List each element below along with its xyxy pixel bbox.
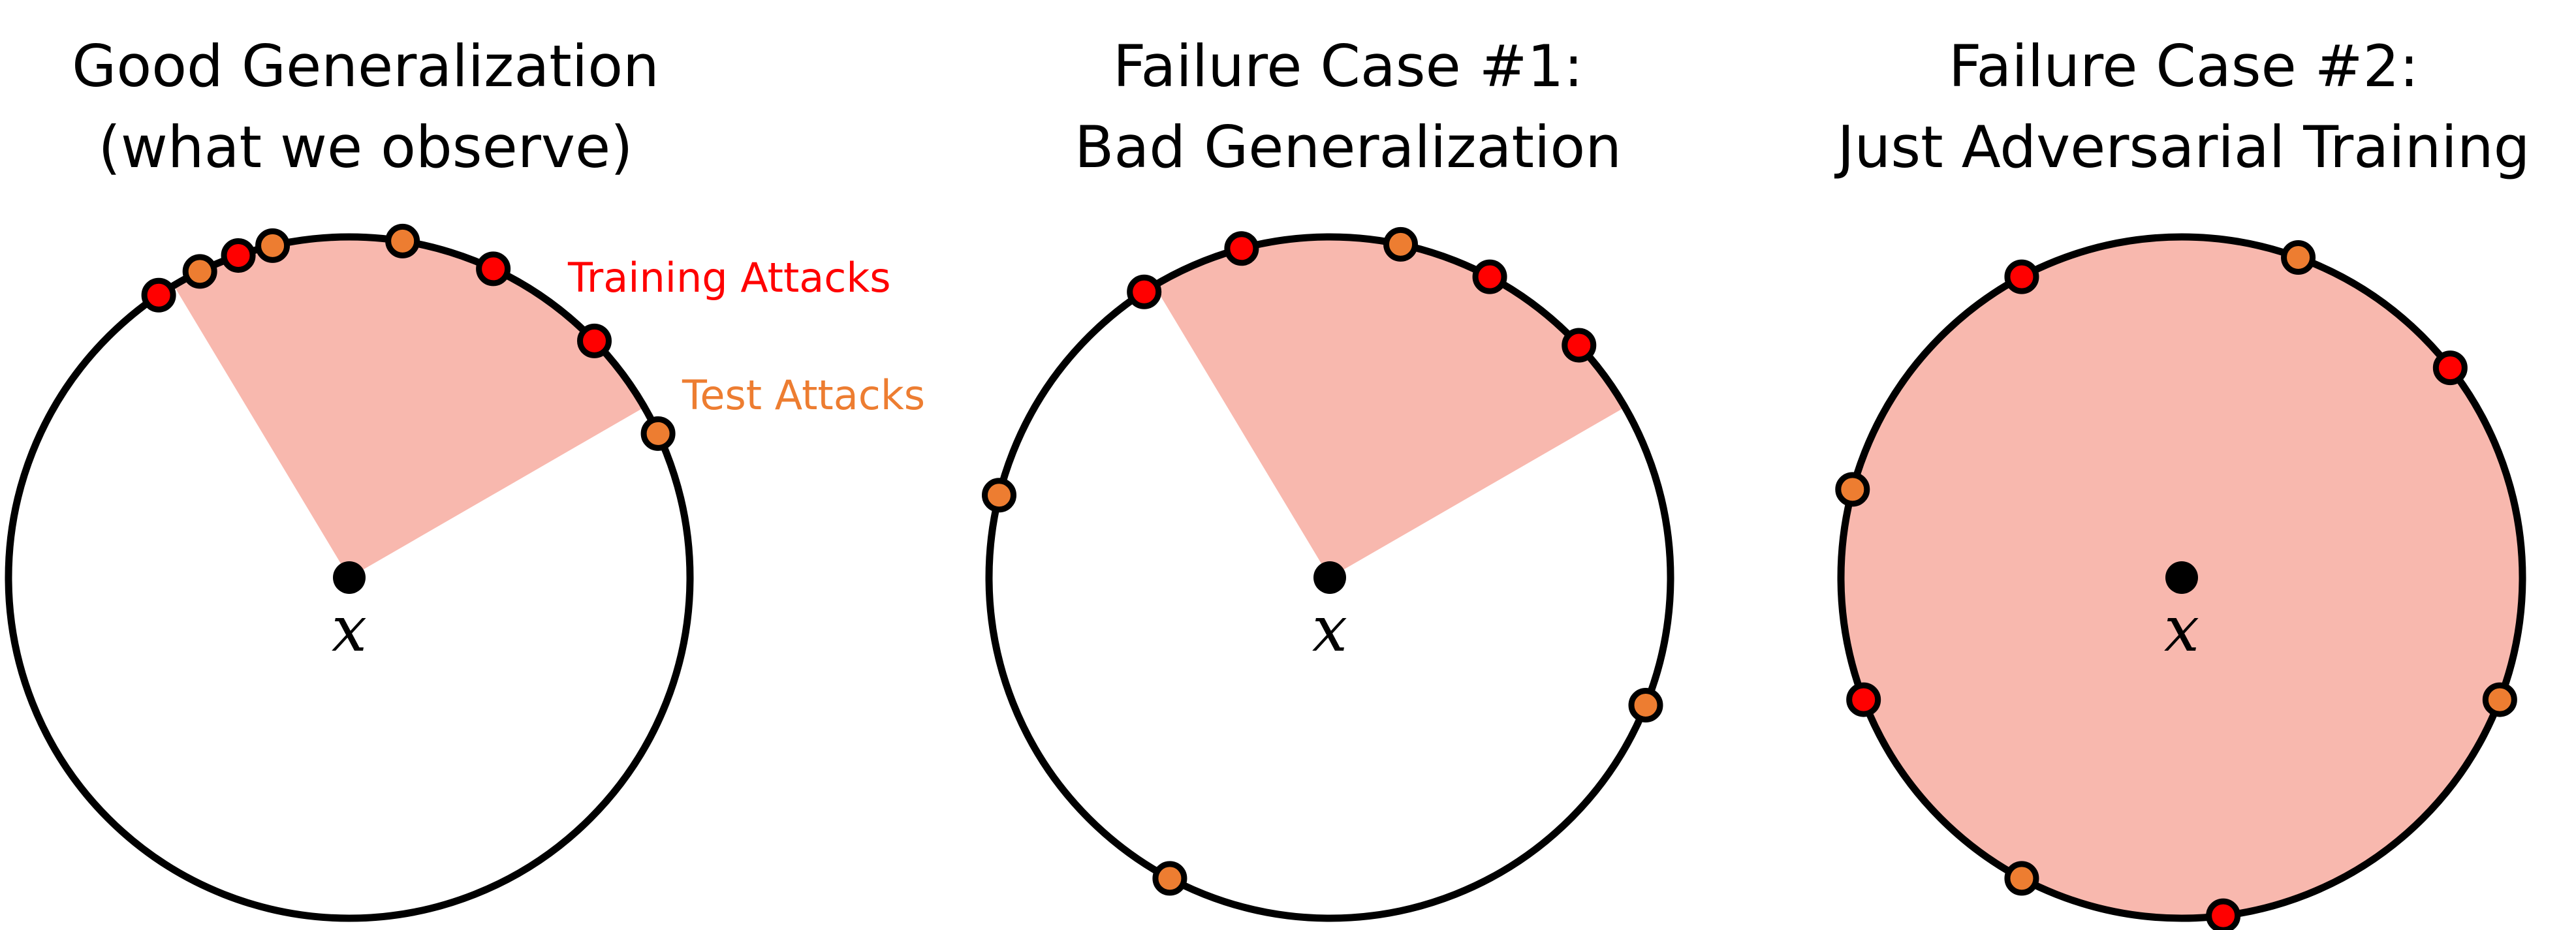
input-point	[2165, 561, 2198, 594]
attack-markers	[1835, 240, 2517, 930]
attack-markers	[141, 223, 676, 451]
panel-title-line-1: Failure Case #1:	[1113, 33, 1583, 100]
test-attack-marker	[2004, 861, 2039, 896]
panel-good-generalization: Good Generalization (what we observe) x …	[5, 33, 925, 922]
input-point	[1313, 561, 1346, 594]
input-label: x	[332, 593, 367, 666]
training-attack-marker	[576, 323, 612, 358]
perturbation-boundary	[1837, 233, 2526, 922]
training-attack-marker	[476, 251, 511, 287]
panel-just-adversarial-training: Failure Case #2: Just Adversarial Traini…	[1834, 33, 2530, 930]
input-point	[333, 561, 366, 594]
training-attack-marker	[1472, 259, 1507, 294]
test-attack-marker	[385, 223, 420, 258]
training-attack-marker	[2206, 898, 2241, 930]
test-attack-marker	[1628, 688, 1663, 723]
panel-title-line-1: Good Generalization	[72, 33, 659, 100]
test-attack-marker	[1835, 472, 1870, 507]
perturbation-boundary	[5, 233, 694, 922]
test-attack-marker	[1383, 226, 1419, 262]
legend-test-attacks: Test Attacks	[682, 371, 925, 419]
legend-training-attacks: Training Attacks	[567, 254, 891, 302]
panel-title-line-1: Failure Case #2:	[1949, 33, 2419, 100]
panel-title-line-2: Bad Generalization	[1075, 114, 1622, 181]
test-attack-marker	[255, 228, 291, 263]
test-attack-marker	[2482, 682, 2517, 717]
training-attack-marker	[1562, 328, 1597, 363]
training-attack-marker	[221, 238, 256, 273]
panel-title-line-2: (what we observe)	[99, 114, 633, 181]
test-attack-marker	[1152, 861, 1187, 896]
test-attack-marker	[182, 254, 217, 289]
training-attack-marker	[1127, 274, 1162, 309]
panel-title-line-2: Just Adversarial Training	[1834, 114, 2530, 181]
panel-bad-generalization: Failure Case #1: Bad Generalization x	[982, 33, 1674, 922]
test-attack-marker	[982, 478, 1017, 513]
input-label: x	[1312, 593, 1347, 666]
training-attack-marker	[2432, 350, 2468, 386]
robust-region	[174, 237, 645, 578]
training-attack-marker	[141, 277, 176, 313]
attack-markers	[982, 226, 1663, 896]
training-attack-marker	[1224, 231, 1259, 266]
training-attack-marker	[1846, 682, 1881, 717]
test-attack-marker	[640, 416, 676, 451]
test-attack-marker	[2281, 240, 2316, 275]
robust-region	[1154, 237, 1626, 578]
training-attack-marker	[2004, 259, 2039, 294]
input-label: x	[2164, 593, 2199, 666]
perturbation-boundary	[985, 233, 1674, 922]
